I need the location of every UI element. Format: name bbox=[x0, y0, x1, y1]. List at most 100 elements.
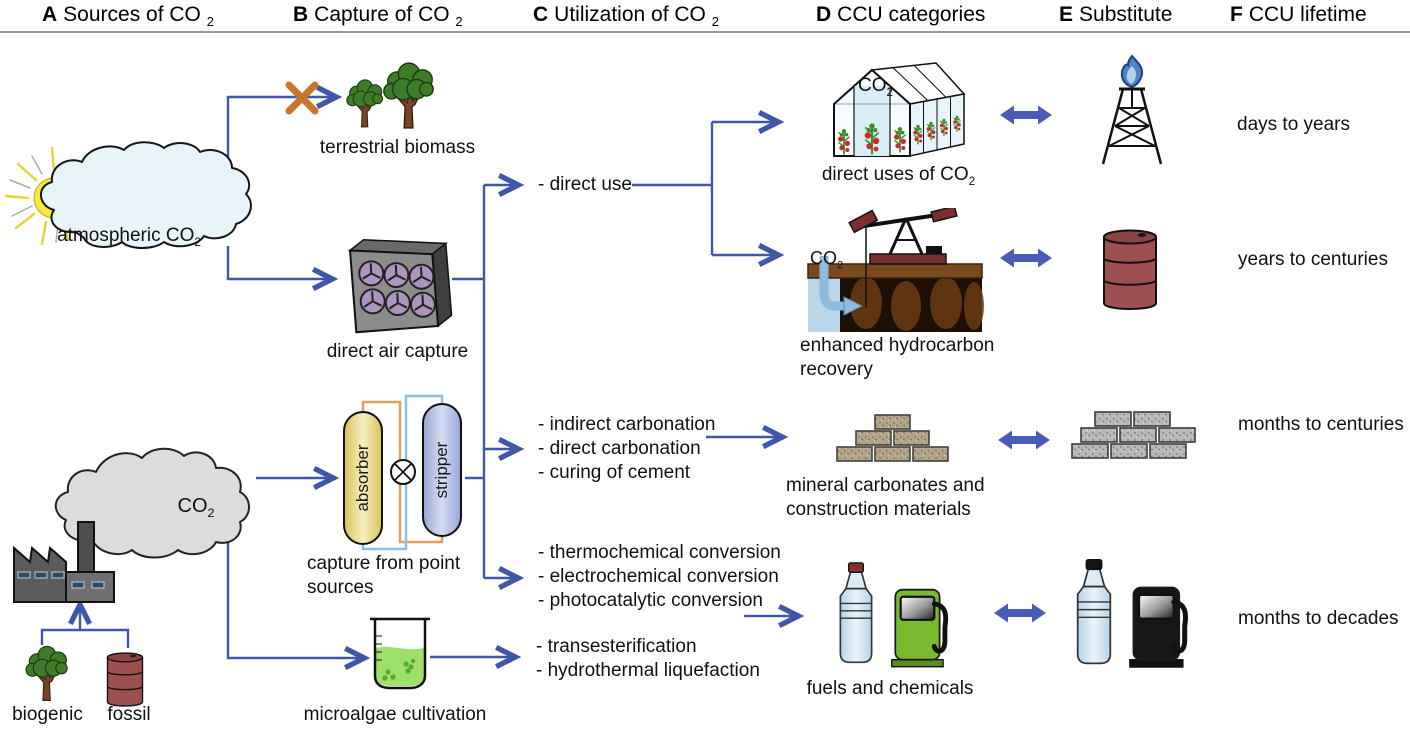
factory-flue-icon bbox=[13, 447, 250, 603]
black-fuel-pump-icon bbox=[1128, 580, 1192, 670]
label-text: CO bbox=[177, 495, 208, 517]
substitute-arrow-3 bbox=[998, 429, 1050, 451]
stripper-label: stripper bbox=[432, 441, 451, 498]
header-title: Sources of CO bbox=[63, 3, 201, 26]
header-subscript: 2 bbox=[711, 14, 719, 30]
stripper-column bbox=[422, 403, 462, 537]
label-line: sources bbox=[307, 577, 374, 598]
label-subscript: 2 bbox=[837, 259, 844, 272]
list-item: - photocatalytic conversion bbox=[538, 590, 763, 611]
lifetime-minerals: months to centuries bbox=[1238, 413, 1404, 437]
header-subscript: 2 bbox=[455, 14, 463, 30]
label-text: atmospheric CO bbox=[57, 225, 195, 246]
conversion-list: - thermochemical conversion - electroche… bbox=[538, 541, 781, 613]
header-letter: F bbox=[1230, 3, 1243, 26]
label-line: enhanced hydrocarbon bbox=[800, 335, 995, 356]
header-title: Utilization of CO bbox=[554, 3, 706, 26]
label-line: capture from point bbox=[307, 553, 461, 574]
water-bottle-icon bbox=[1070, 559, 1118, 670]
atmospheric-co2-label: atmospheric CO2 bbox=[39, 223, 219, 255]
lifetime-ehr: years to centuries bbox=[1238, 248, 1388, 272]
greenhouse-co2-label: CO2 bbox=[858, 73, 893, 105]
flue-gas-cloud-icon bbox=[54, 447, 250, 559]
bottle-cap bbox=[1085, 559, 1103, 571]
header-letter: D bbox=[816, 3, 832, 26]
label-text: direct uses of CO bbox=[821, 164, 969, 185]
list-item: - electrochemical conversion bbox=[538, 566, 779, 587]
label-line: construction materials bbox=[786, 499, 971, 520]
point-source-label: capture from point sources bbox=[307, 552, 487, 600]
minerals-label: mineral carbonates and construction mate… bbox=[786, 474, 1010, 522]
lifetime-text: months to centuries bbox=[1238, 414, 1404, 435]
gray-bricks-icon bbox=[1071, 411, 1196, 459]
label-subscript: 2 bbox=[194, 235, 201, 249]
list-item: - thermochemical conversion bbox=[538, 542, 781, 563]
direct-air-capture-icon bbox=[347, 238, 453, 334]
lifetime-fuels: months to decades bbox=[1238, 607, 1399, 631]
cloud-icon bbox=[40, 141, 252, 249]
header-title: Capture of CO bbox=[314, 3, 450, 26]
header-title: CCU lifetime bbox=[1248, 3, 1367, 26]
label-line: recovery bbox=[800, 359, 873, 380]
header-letter: C bbox=[533, 3, 549, 26]
list-item: - direct use bbox=[538, 174, 632, 195]
mineral-bricks-icon bbox=[836, 414, 949, 462]
direct-use-list: - direct use bbox=[538, 173, 632, 197]
substitute-arrow-2 bbox=[1000, 247, 1052, 269]
biogenic-tree-icon bbox=[18, 644, 76, 702]
header-divider bbox=[0, 31, 1410, 33]
header-subscript: 2 bbox=[206, 14, 214, 30]
header-letter: B bbox=[293, 3, 309, 26]
header-title: Substitute bbox=[1079, 3, 1173, 26]
terrestrial-biomass-label: terrestrial biomass bbox=[319, 137, 476, 158]
direct-uses-label: direct uses of CO2 bbox=[806, 162, 991, 194]
oil-barrel-icon bbox=[1100, 222, 1160, 316]
green-fuel-pump-icon bbox=[890, 582, 952, 670]
lifetime-text: months to decades bbox=[1238, 608, 1399, 629]
biogenic-label: biogenic bbox=[12, 704, 83, 725]
label-subscript: 2 bbox=[968, 174, 976, 188]
sun-cloud-icon bbox=[4, 141, 252, 249]
greenhouse-icon bbox=[833, 62, 966, 157]
factory-icon bbox=[13, 521, 115, 603]
list-item: - hydrothermal liquefaction bbox=[536, 660, 760, 681]
carbonation-list: - indirect carbonation - direct carbonat… bbox=[538, 413, 715, 485]
fossil-label: fossil bbox=[107, 704, 151, 725]
co2-injection-arrow bbox=[819, 256, 864, 316]
list-item: - indirect carbonation bbox=[538, 414, 716, 435]
biomass-processing-list: - transesterification - hydrothermal liq… bbox=[536, 635, 760, 683]
list-item: - transesterification bbox=[536, 636, 697, 657]
factory-windows bbox=[17, 571, 105, 589]
flow-arrows bbox=[40, 85, 805, 670]
label-text: CO bbox=[858, 75, 887, 96]
large-tree-icon bbox=[380, 58, 438, 132]
substitute-arrow-1 bbox=[1000, 104, 1052, 126]
gas-flare-icon bbox=[1101, 54, 1163, 165]
flue-co2-label: CO2 bbox=[166, 494, 226, 526]
direct-air-capture-label: direct air capture bbox=[326, 341, 469, 362]
substitute-arrow-4 bbox=[994, 602, 1046, 624]
absorber-label: absorber bbox=[353, 444, 372, 511]
fossil-barrel-icon bbox=[102, 648, 148, 710]
header-letter: A bbox=[42, 3, 58, 26]
bottle-cap bbox=[847, 562, 865, 573]
label-subscript: 2 bbox=[886, 85, 894, 99]
microalgae-label: microalgae cultivation bbox=[303, 704, 487, 725]
pumpjack-icon bbox=[848, 208, 958, 308]
microalgae-beaker-icon bbox=[370, 617, 430, 690]
header-title: CCU categories bbox=[837, 3, 986, 26]
lifetime-direct-use: days to years bbox=[1237, 113, 1350, 137]
derrick-frame bbox=[1101, 87, 1163, 165]
label-text: CO bbox=[810, 248, 837, 268]
chemical-bottle-icon bbox=[833, 562, 879, 670]
lifetime-text: days to years bbox=[1237, 114, 1350, 135]
fuels-chemicals-label: fuels and chemicals bbox=[806, 678, 974, 699]
ehr-label: enhanced hydrocarbon recovery bbox=[800, 334, 1012, 382]
